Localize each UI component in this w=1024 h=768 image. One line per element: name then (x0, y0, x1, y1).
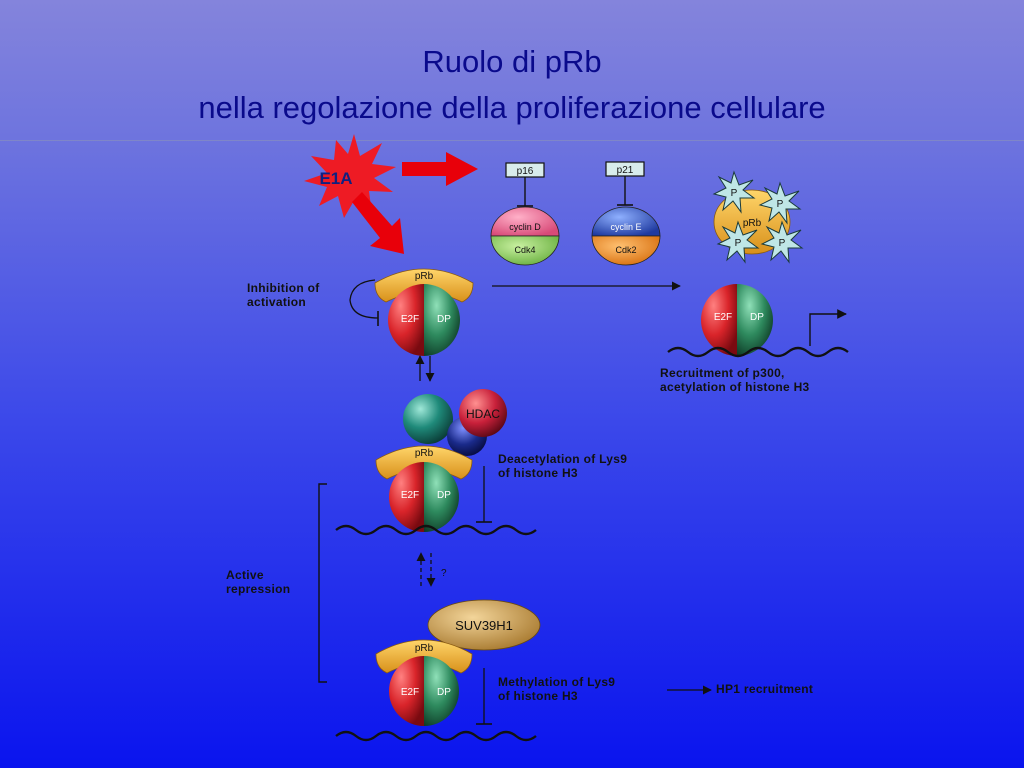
dp-label-middle: DP (437, 490, 451, 501)
prb-complex-top: pRb E2F DP (374, 268, 474, 356)
e1a-label: E1A (319, 169, 352, 188)
e1a-arrow-down (352, 192, 404, 254)
p16-label: p16 (517, 166, 534, 177)
dp-label-bottom: DP (437, 687, 451, 698)
phospho-group: P P P P (712, 170, 804, 264)
phospho-prb-label: pRb (743, 218, 762, 229)
hp1-label: HP1 recruitment (716, 682, 814, 696)
prb-complex-middle: pRb E2F DP (375, 445, 473, 532)
hdac-label: HDAC (466, 407, 500, 421)
active-repression-label: Active repression (226, 568, 291, 596)
recruitment-label: Recruitment of p300, acetylation of hist… (660, 366, 810, 394)
dna-strand-middle (335, 524, 537, 536)
prb-label-bottom: pRb (415, 643, 434, 654)
cyclin-d-cdk4-complex: cyclin D Cdk4 (490, 206, 560, 266)
cyclin-d-label: cyclin D (509, 222, 541, 232)
dna-strand-bottom (335, 730, 537, 742)
transcription-arrow (809, 309, 847, 346)
title-divider (0, 140, 1024, 141)
dp-label-top: DP (437, 314, 451, 325)
dp-label-free: DP (750, 312, 764, 323)
reversible-arrows-dashed: ? (416, 552, 447, 587)
inhibition-label: Inhibition of activation (247, 281, 320, 309)
question-mark-label: ? (441, 568, 447, 579)
slide-title-line2: nella regolazione della proliferazione c… (198, 90, 826, 125)
cyclin-e-cdk2-complex: cyclin E Cdk2 (591, 206, 661, 266)
prb-label-middle: pRb (415, 448, 434, 459)
cyclin-e-label: cyclin E (610, 222, 641, 232)
inhibition-curve (349, 279, 379, 326)
dna-strand-free (667, 346, 849, 358)
methylation-inhibitor-line (476, 668, 492, 725)
phospho-label-2: P (777, 199, 784, 210)
p21-inhibitor: p21 (605, 161, 645, 206)
e2f-label-top: E2F (401, 314, 419, 325)
e1a-burst: E1A (304, 134, 396, 218)
p16-inhibitor: p16 (505, 162, 545, 207)
e2f-label-free: E2F (714, 312, 732, 323)
deacetylation-label: Deacetylation of Lys9 of histone H3 (498, 452, 628, 480)
e1a-arrow-right (402, 152, 478, 186)
phospho-label-3: P (735, 238, 742, 249)
suv39h1-enzyme: SUV39H1 (427, 599, 541, 651)
phospho-label-4: P (779, 238, 786, 249)
cdk2-label: Cdk2 (615, 245, 636, 255)
hdac-complex: HDAC (403, 389, 507, 456)
phospho-label-1: P (731, 188, 738, 199)
suv39h1-label: SUV39H1 (455, 618, 513, 633)
slide-title-line1: Ruolo di pRb (422, 44, 602, 79)
prb-label-top: pRb (415, 271, 434, 282)
e2f-label-bottom: E2F (401, 687, 419, 698)
free-e2f-dp-complex: E2F DP (701, 284, 773, 356)
p21-label: p21 (617, 165, 634, 176)
methylation-label: Methylation of Lys9 of histone H3 (498, 675, 616, 703)
e2f-label-middle: E2F (401, 490, 419, 501)
active-repression-bracket (318, 483, 327, 683)
prb-complex-bottom: pRb E2F DP (375, 639, 473, 726)
cdk4-label: Cdk4 (514, 245, 535, 255)
reversible-arrows-top (415, 355, 435, 382)
deacetylation-inhibitor-line (476, 466, 492, 523)
